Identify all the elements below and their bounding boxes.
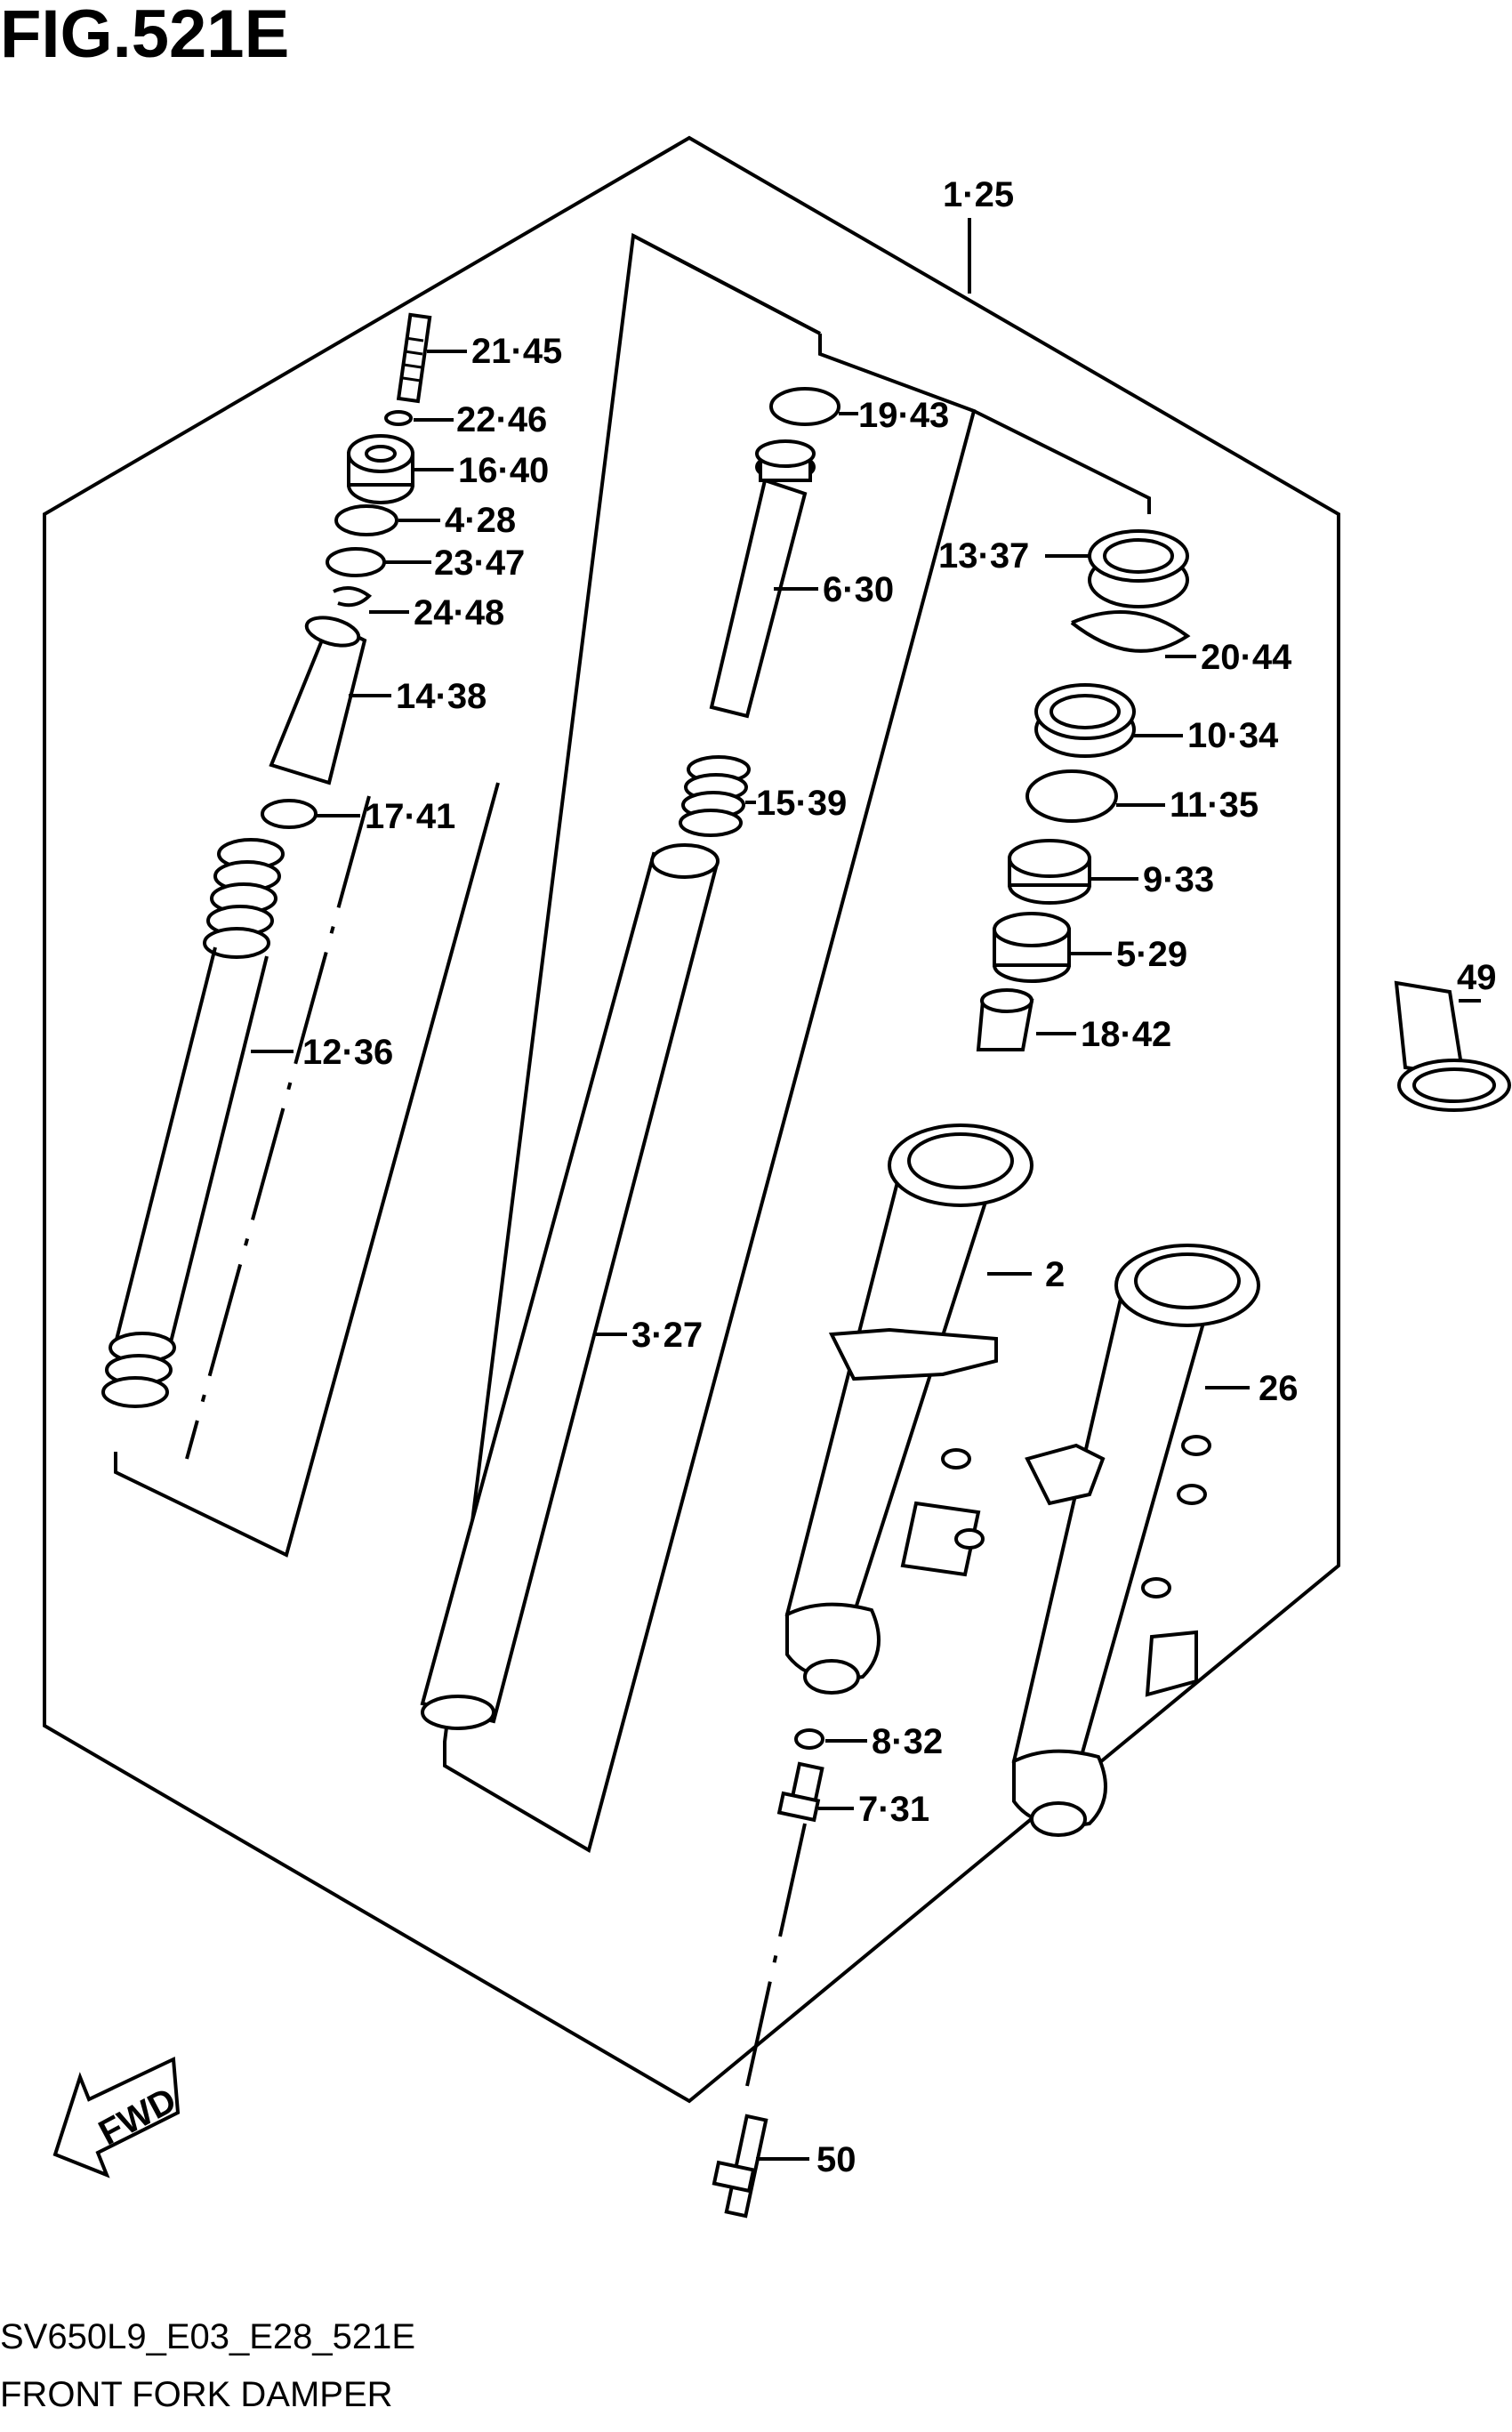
callout-19-43: 19·43 bbox=[858, 396, 949, 435]
callout-5-29: 5·29 bbox=[1116, 935, 1187, 974]
callout-14-38: 14·38 bbox=[396, 677, 487, 716]
oil-seal bbox=[1034, 683, 1136, 758]
callout-3-27: 3·27 bbox=[631, 1316, 703, 1355]
piston-ring bbox=[769, 387, 840, 426]
rebound-spring bbox=[679, 755, 751, 837]
callout-23-47: 23·47 bbox=[434, 544, 525, 583]
spacer-tube bbox=[269, 616, 367, 785]
dust-seal bbox=[1088, 529, 1189, 608]
model-code: SV650L9_E03_E28_521E bbox=[0, 2317, 415, 2356]
clip bbox=[333, 586, 373, 608]
callout-1-25: 1·25 bbox=[943, 175, 1014, 214]
callout-2: 2 bbox=[1045, 1255, 1065, 1294]
damper-cylinder bbox=[709, 439, 816, 719]
center-axis-center bbox=[745, 1823, 807, 2087]
callout-17-41: 17·41 bbox=[365, 797, 455, 836]
callout-16-40: 16·40 bbox=[458, 451, 549, 490]
callout-21-45: 21·45 bbox=[471, 332, 562, 371]
outer-tube-right bbox=[1011, 1244, 1260, 1837]
oil-lock-piece bbox=[976, 988, 1034, 1051]
callout-50: 50 bbox=[816, 2140, 857, 2179]
oil-seal-washer bbox=[1025, 769, 1118, 823]
callout-labels: 1·25 21·45 22·46 16·40 4·28 23·47 24·48 … bbox=[302, 175, 1497, 2179]
figure-title: FIG.521E bbox=[0, 0, 289, 72]
guide-bushing bbox=[1008, 839, 1091, 905]
callout-8-32: 8·32 bbox=[872, 1722, 943, 1761]
fork-spring bbox=[101, 838, 285, 1408]
callout-6-30: 6·30 bbox=[823, 570, 894, 609]
fork-guard bbox=[1394, 980, 1511, 1112]
callout-12-36: 12·36 bbox=[302, 1033, 393, 1072]
adjuster-rod bbox=[396, 312, 432, 404]
callout-24-48: 24·48 bbox=[414, 593, 504, 632]
inner-tube bbox=[420, 843, 720, 1730]
cap-bolt bbox=[347, 434, 414, 504]
damper-bolt bbox=[776, 1761, 824, 1823]
callout-9-33: 9·33 bbox=[1143, 860, 1214, 899]
leader-lines bbox=[251, 218, 1481, 2161]
o-ring bbox=[334, 504, 398, 536]
callout-20-44: 20·44 bbox=[1201, 638, 1292, 677]
callout-18-42: 18·42 bbox=[1081, 1015, 1171, 1054]
o-ring-small bbox=[384, 410, 413, 426]
group-frame-left bbox=[114, 782, 500, 1558]
callout-4-28: 4·28 bbox=[445, 501, 516, 540]
group-frame-right bbox=[973, 409, 1151, 514]
outer-tube-left bbox=[784, 1123, 1033, 1695]
callout-15-39: 15·39 bbox=[756, 784, 847, 823]
callout-49: 49 bbox=[1457, 958, 1497, 997]
group-frame-center bbox=[443, 232, 977, 1854]
callout-11-35: 11·35 bbox=[1170, 785, 1259, 825]
bolt-gasket bbox=[794, 1728, 824, 1750]
slide-bushing bbox=[993, 912, 1071, 983]
stopper-ring bbox=[1070, 610, 1191, 653]
callout-22-46: 22·46 bbox=[456, 400, 547, 439]
assembly-frame bbox=[43, 135, 1340, 2104]
callout-10-34: 10·34 bbox=[1187, 716, 1279, 755]
callout-26: 26 bbox=[1259, 1369, 1299, 1408]
axle-pinch-bolt bbox=[712, 2114, 768, 2219]
center-axis-left bbox=[185, 795, 371, 1460]
figure-name: FRONT FORK DAMPER bbox=[0, 2375, 393, 2414]
callout-7-31: 7·31 bbox=[858, 1790, 929, 1829]
callout-13-37: 13·37 bbox=[938, 536, 1029, 576]
spacer-ring bbox=[261, 799, 318, 829]
washer bbox=[326, 547, 386, 577]
forward-direction-badge: FWD bbox=[52, 2056, 182, 2178]
